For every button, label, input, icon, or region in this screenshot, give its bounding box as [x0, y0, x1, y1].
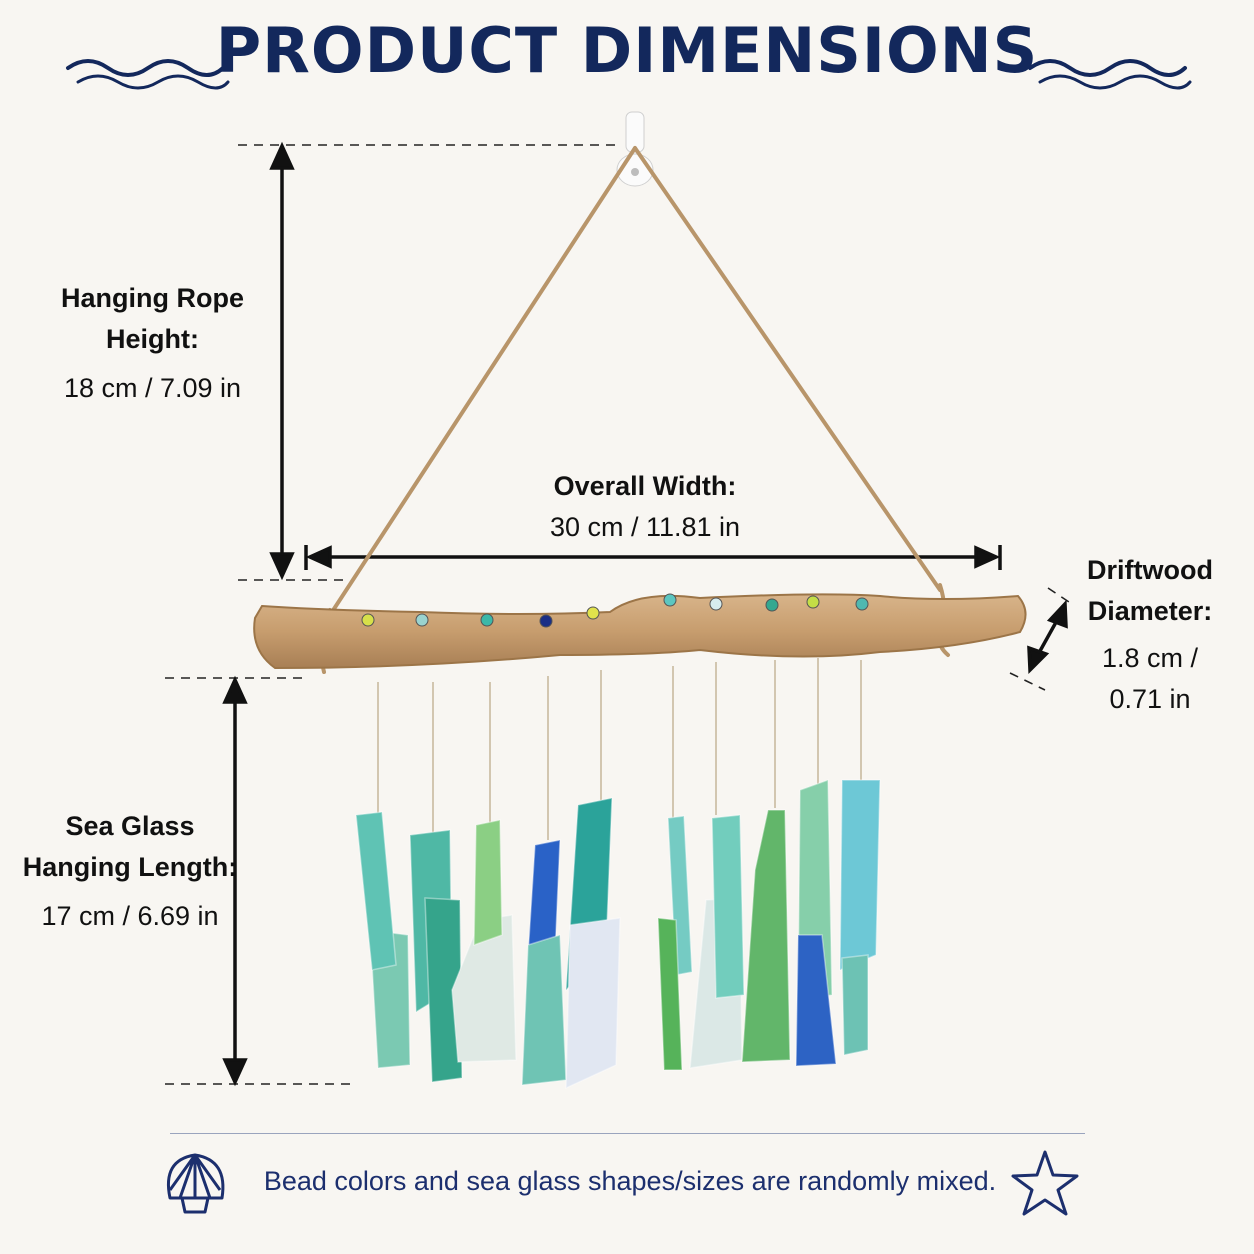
page-title: PRODUCT DIMENSIONS [215, 14, 1039, 87]
rope-heading-line2: Height: [106, 324, 199, 354]
glass-value: 17 cm / 6.69 in [41, 901, 219, 931]
driftwood-heading-line2: Diameter: [1087, 596, 1213, 626]
wave-left-icon [66, 59, 230, 90]
glass-heading-line2: Hanging Length: [22, 852, 238, 882]
width-heading: Overall Width: [553, 471, 737, 501]
rope-dimension-label: Hanging Rope Height: 18 cm / 7.09 in [40, 278, 265, 409]
glass-dimension-label: Sea Glass Hanging Length: 17 cm / 6.69 i… [15, 806, 245, 937]
seashell-icon [166, 1153, 225, 1214]
sea-glass-pieces [355, 778, 881, 1090]
starfish-icon [1011, 1150, 1079, 1216]
footer-note: Bead colors and sea glass shapes/sizes a… [263, 1166, 997, 1196]
width-value: 30 cm / 11.81 in [549, 512, 741, 542]
driftwood-value-line2: 0.71 in [1109, 684, 1191, 714]
rope-heading-line1: Hanging Rope [61, 283, 244, 313]
driftwood-value-line1: 1.8 cm / [1101, 643, 1199, 673]
wave-right-icon [1028, 59, 1192, 90]
glass-strings [377, 658, 862, 840]
hanging-rope [319, 146, 950, 674]
driftwood-branch [253, 593, 1027, 670]
driftwood-dimension-label: Driftwood Diameter: 1.8 cm / 0.71 in [1060, 550, 1240, 720]
footer-divider [170, 1133, 1085, 1134]
width-dimension-label: Overall Width: 30 cm / 11.81 in [495, 466, 795, 548]
beads [361, 593, 869, 628]
glass-heading-line1: Sea Glass [65, 811, 195, 841]
dimension-arrows [222, 141, 1068, 1087]
driftwood-heading-line1: Driftwood [1087, 555, 1213, 585]
rope-value: 18 cm / 7.09 in [63, 373, 242, 403]
